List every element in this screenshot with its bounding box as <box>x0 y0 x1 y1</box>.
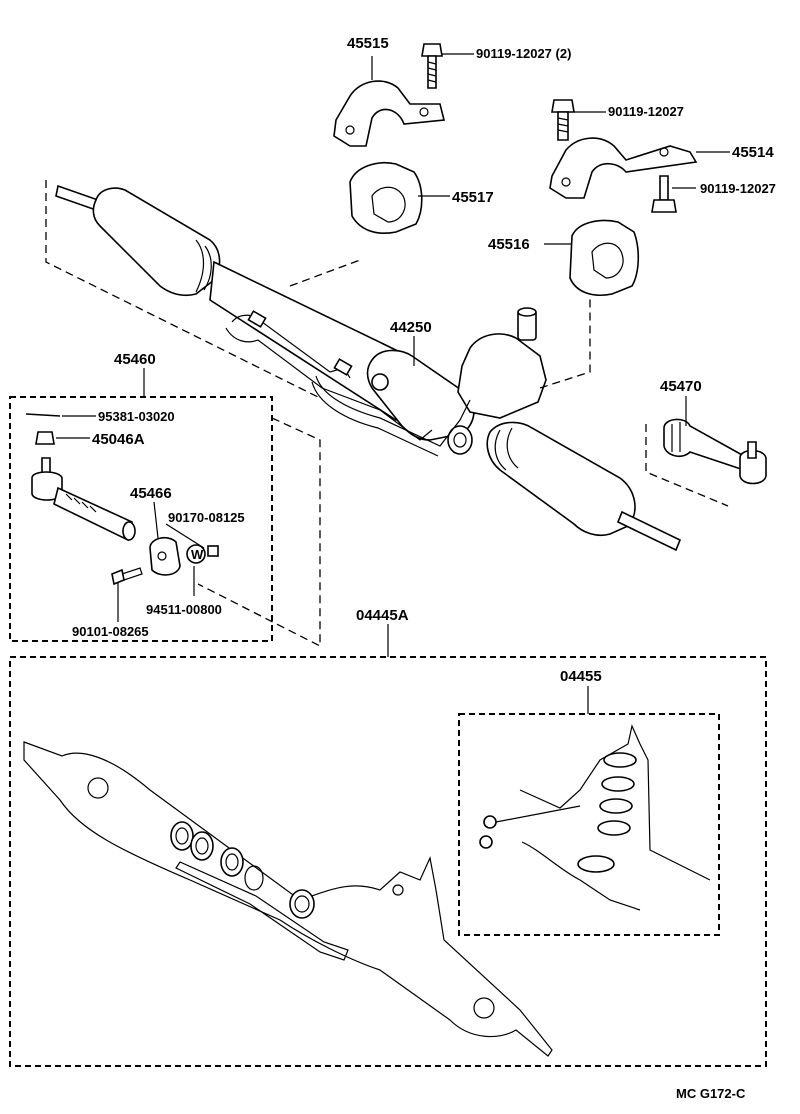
right-boot <box>486 421 636 537</box>
box-04445A <box>9 656 767 1067</box>
label-45515: 45515 <box>347 35 389 52</box>
nut-90170 <box>207 545 219 557</box>
washer-94511: W <box>186 544 206 564</box>
label-04455: 04455 <box>560 668 602 685</box>
label-94511-00800: 94511-00800 <box>146 602 222 617</box>
box-04455 <box>458 713 720 936</box>
washer-mark: W <box>191 547 204 562</box>
rack-left-thread <box>55 184 99 212</box>
bushing-45517 <box>349 162 423 234</box>
cotter-pin <box>25 413 61 417</box>
bolt-90119-12027-b <box>651 175 677 213</box>
rack-right-thread <box>616 510 682 552</box>
label-45470: 45470 <box>660 378 702 395</box>
housing-boss <box>447 425 473 455</box>
label-45466: 45466 <box>130 485 172 502</box>
label-44250: 44250 <box>390 319 432 336</box>
box-45460 <box>9 396 273 642</box>
bracket-45515 <box>333 80 446 147</box>
valve-seal-kit <box>479 724 711 911</box>
label-90101-08265: 90101-08265 <box>72 624 149 639</box>
bolt-90119-12027-2 <box>421 43 443 89</box>
clamp-45466 <box>149 536 181 576</box>
valve-body <box>457 333 547 419</box>
rack-outline-kit <box>23 741 553 1057</box>
label-04445A: 04445A <box>356 607 409 624</box>
bushing-45516 <box>569 219 640 296</box>
label-90119-12027-b: 90119-12027 <box>700 181 776 196</box>
tie-rod-end-right <box>663 418 767 485</box>
label-95381-03020: 95381-03020 <box>98 409 175 424</box>
tie-rod-end-left <box>31 457 136 542</box>
bracket-45514 <box>549 137 698 199</box>
seal-rings-kit <box>170 821 315 919</box>
label-90119-12027-a: 90119-12027 <box>608 104 684 119</box>
bolt-90119-12027-a <box>551 99 575 141</box>
cylinder-44250 <box>366 349 475 441</box>
label-90170-08125: 90170-08125 <box>168 510 245 525</box>
label-45516: 45516 <box>488 236 530 253</box>
cylinder-port <box>371 373 389 391</box>
nut-45046A <box>35 431 55 445</box>
label-45514: 45514 <box>732 144 774 161</box>
kit-pressure-line <box>175 861 349 961</box>
label-90119-12027-2: 90119-12027 (2) <box>476 46 571 61</box>
figure-code: MC G172-C <box>676 1086 746 1101</box>
label-45460: 45460 <box>114 351 156 368</box>
label-45517: 45517 <box>452 189 494 206</box>
label-45046A: 45046A <box>92 431 145 448</box>
left-boot <box>92 187 221 297</box>
rack-housing-assembly <box>55 184 682 552</box>
bolt-90101 <box>111 567 143 586</box>
